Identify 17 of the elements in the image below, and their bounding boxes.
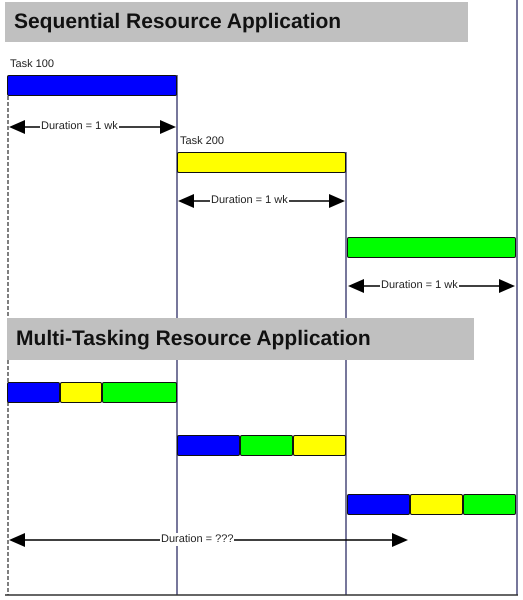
task-bar [102,382,177,403]
duration-label: Duration = ??? [160,533,234,546]
task-label: Task 100 [10,58,54,71]
task-bar [60,382,102,403]
task-bar [293,435,346,456]
section-heading: Sequential Resource Application [5,2,468,42]
task-bar [410,494,463,515]
task-label: Task 200 [180,135,224,148]
task-bar [347,237,516,258]
task-bar [177,152,346,173]
task-bar [7,382,60,403]
task-bar [7,75,177,96]
task-bar [177,435,240,456]
section-heading: Multi-Tasking Resource Application [7,318,474,360]
task-bar [240,435,293,456]
task-bar [463,494,516,515]
task-bar [347,494,410,515]
